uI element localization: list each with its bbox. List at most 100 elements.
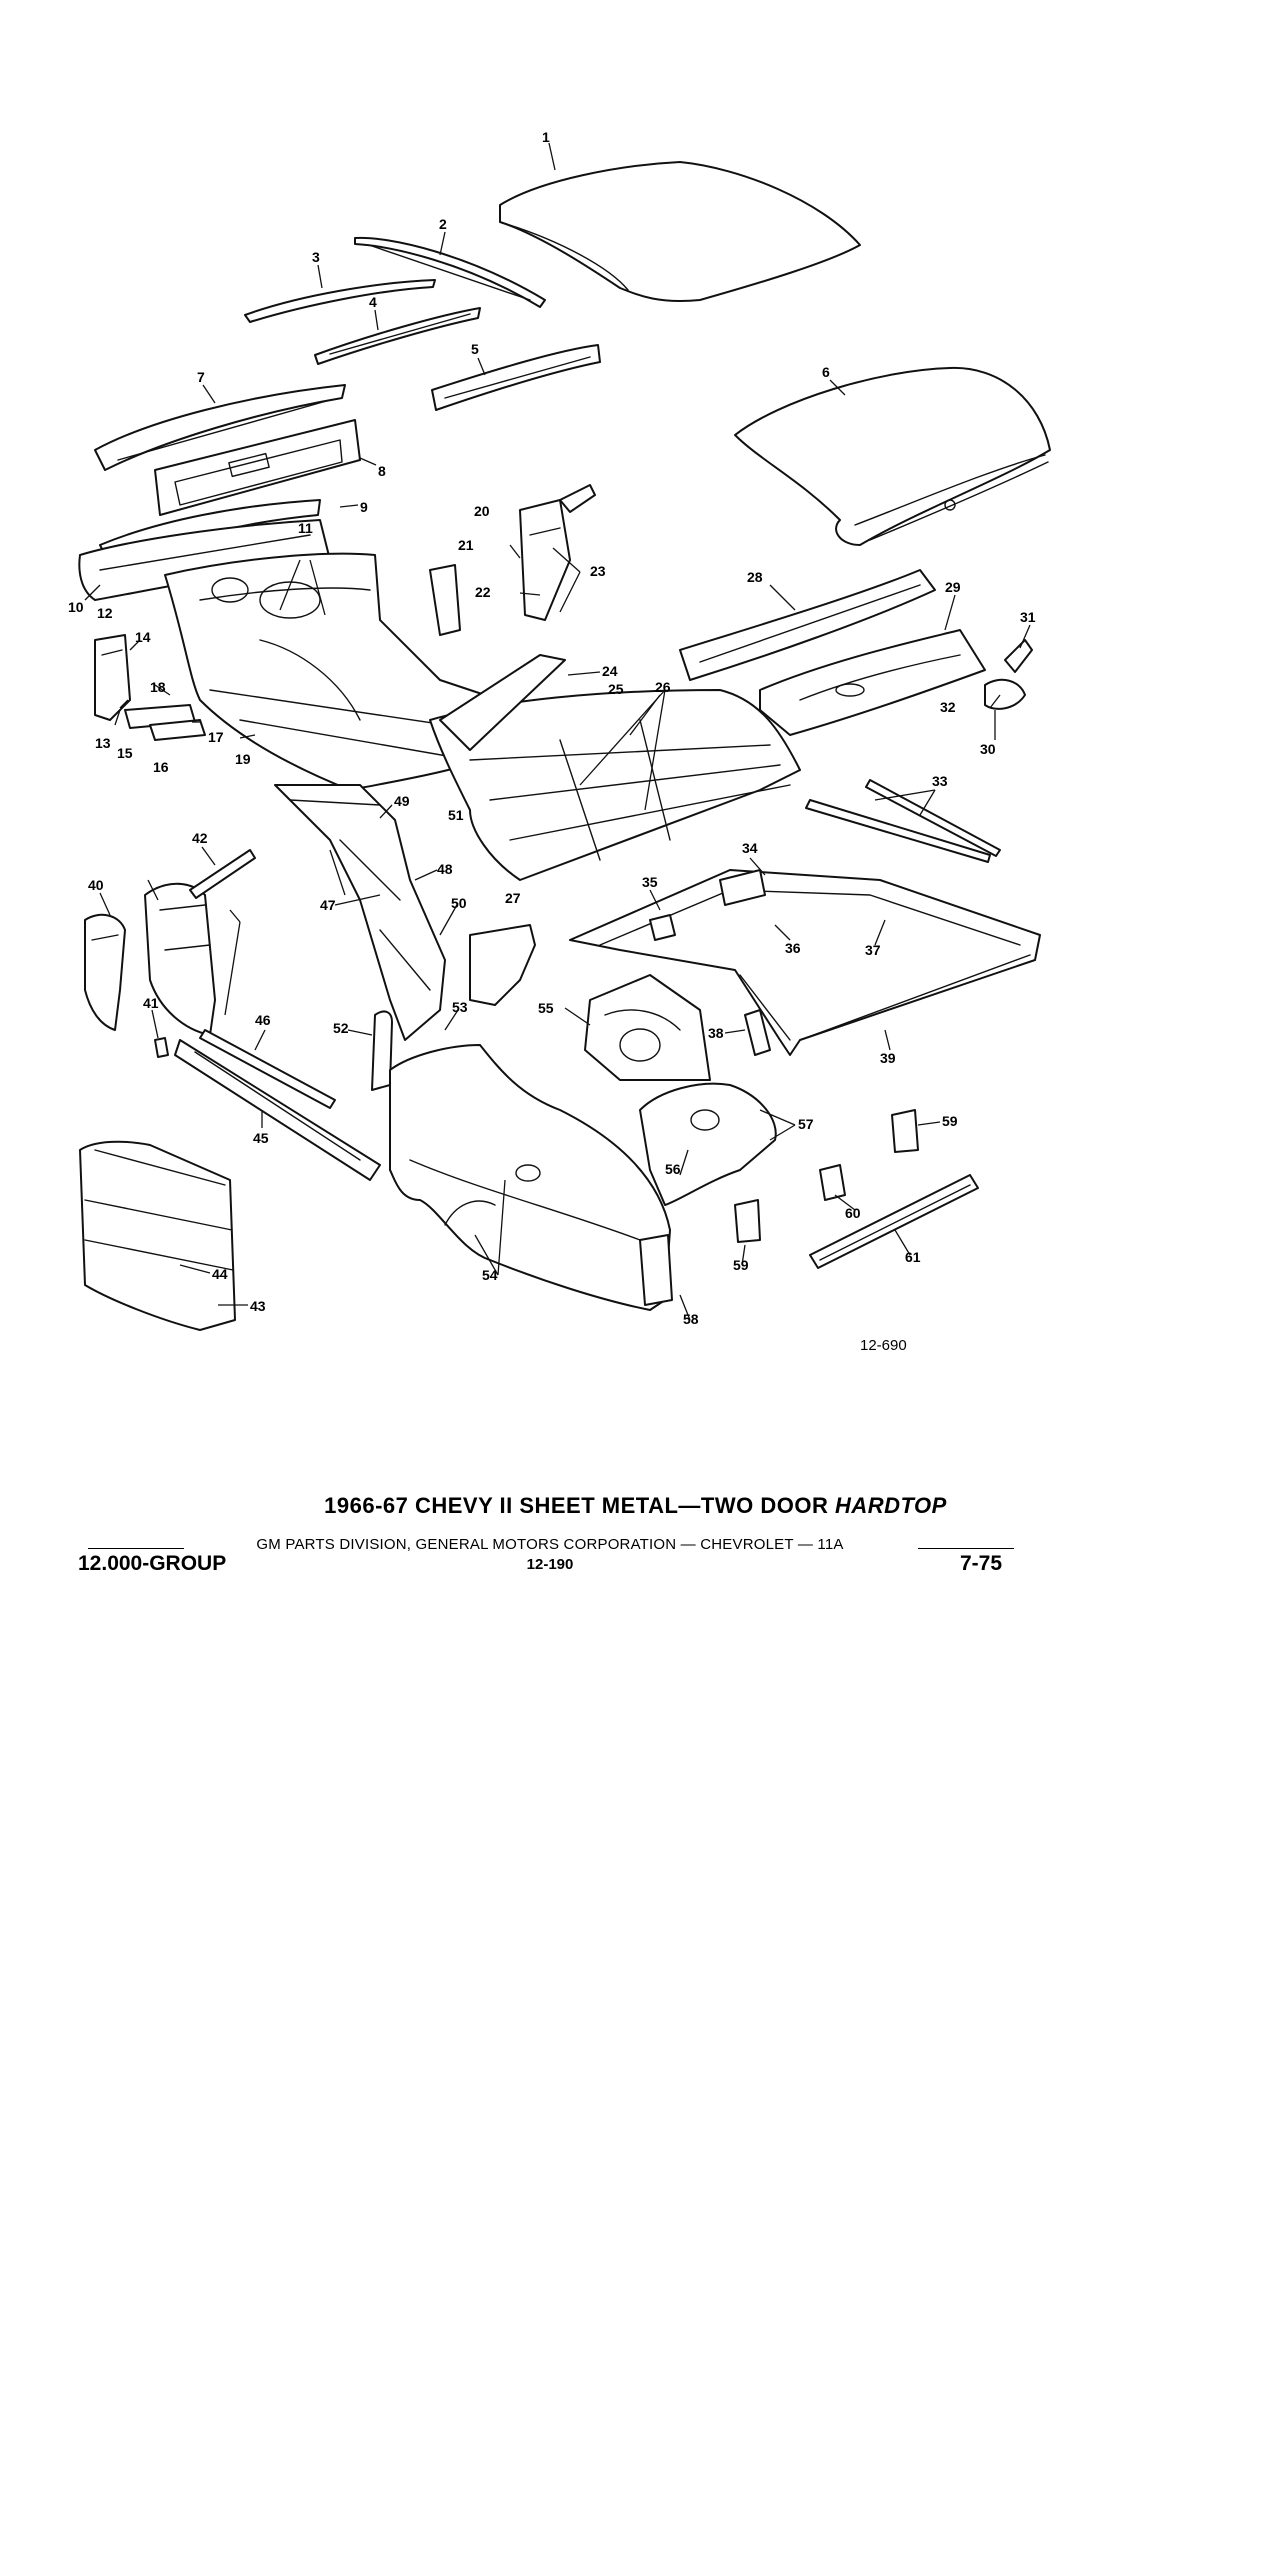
callout-45: 45: [253, 1130, 269, 1146]
callout-28: 28: [747, 569, 763, 585]
group-number: 12.000-GROUP: [78, 1552, 227, 1575]
leader-lines: [84, 142, 1031, 1321]
callout-23: 23: [590, 563, 606, 579]
callout-59-lower: 59: [733, 1257, 749, 1273]
callout-59: 59: [942, 1113, 958, 1129]
callout-24: 24: [602, 663, 618, 679]
callout-18: 18: [150, 679, 166, 695]
callout-25: 25: [608, 681, 624, 697]
callout-32: 32: [940, 699, 956, 715]
rear-roof-rail: [431, 344, 601, 411]
callout-37: 37: [865, 942, 881, 958]
quarter-panel-brace: [469, 924, 536, 1006]
body-bolt-bracket: [154, 1037, 169, 1058]
callout-41: 41: [143, 995, 159, 1011]
callout-53: 53: [452, 999, 468, 1015]
page-number: 12-190: [526, 1556, 574, 1573]
callout-9: 9: [360, 499, 368, 515]
rear-compartment-pan: [759, 629, 986, 736]
callout-29: 29: [945, 579, 961, 595]
deck-lid: [734, 366, 1051, 546]
front-hinge-pillar-left: [94, 634, 206, 741]
callout-27: 27: [505, 890, 521, 906]
roof-rail: [354, 236, 546, 308]
lock-pillar: [274, 784, 446, 1041]
instrument-panel: [154, 419, 361, 516]
callout-34: 34: [742, 840, 758, 856]
issue-date: 7-75: [960, 1552, 1003, 1575]
callout-35: 35: [642, 874, 658, 890]
callout-43: 43: [250, 1298, 266, 1314]
callout-44: 44: [212, 1266, 228, 1282]
callout-42: 42: [192, 830, 208, 846]
hinge-bracket-center: [819, 1164, 846, 1201]
door-outer-panel: [79, 1140, 236, 1331]
callout-16: 16: [153, 759, 169, 775]
callout-46: 46: [255, 1012, 271, 1028]
windshield-pillar-brace: [189, 849, 256, 899]
callout-3: 3: [312, 249, 320, 265]
callout-55: 55: [538, 1000, 554, 1016]
rear-end-panel-bracket: [744, 1009, 771, 1056]
callout-52: 52: [333, 1020, 349, 1036]
callout-39: 39: [880, 1050, 896, 1066]
cowl-top-panel: [94, 384, 346, 471]
hinge-bracket-lower: [734, 1199, 761, 1243]
callout-26: 26: [655, 679, 671, 695]
quarter-inner-pillar: [429, 484, 596, 636]
callout-14: 14: [135, 629, 151, 645]
callout-50: 50: [451, 895, 467, 911]
callout-22: 22: [475, 584, 491, 600]
callout-10: 10: [68, 599, 84, 615]
callout-labels: 1 2 3 4 5 6 7 8 9 10 11 12 13 14 15 16 1…: [68, 129, 1036, 1354]
title-text: 1966-67 CHEVY II SHEET METAL—TWO DOOR: [324, 1493, 835, 1518]
rocker-molding: [809, 1174, 979, 1269]
seat-back-support: [439, 654, 566, 751]
quarter-extension: [639, 1234, 673, 1306]
roof-bow: [314, 307, 481, 365]
callout-4: 4: [369, 294, 377, 310]
callout-12: 12: [97, 605, 113, 621]
callout-60: 60: [845, 1205, 861, 1221]
front-floor-pan: [164, 552, 521, 791]
callout-56: 56: [665, 1161, 681, 1177]
figure-reference: 12-690: [860, 1337, 907, 1354]
callout-13: 13: [95, 735, 111, 751]
callout-20: 20: [474, 503, 490, 519]
callout-47: 47: [320, 897, 336, 913]
rear-shelf-panel: [679, 569, 936, 681]
callout-33: 33: [932, 773, 948, 789]
rear-compartment-side-rails: [805, 779, 1001, 863]
gas-filler-housing: [984, 639, 1033, 710]
front-pillar-outer: [84, 913, 126, 1031]
drip-molding: [244, 279, 436, 323]
callout-5: 5: [471, 341, 479, 357]
front-pillar-inner: [144, 882, 216, 1036]
callout-7: 7: [197, 369, 205, 385]
callout-40: 40: [88, 877, 104, 893]
hinge-bracket-upper: [891, 1109, 919, 1153]
callout-19: 19: [235, 751, 251, 767]
callout-54: 54: [482, 1267, 498, 1283]
callout-15: 15: [117, 745, 133, 761]
exploded-parts-diagram: 1 2 3 4 5 6 7 8 9 10 11 12 13 14 15 16 1…: [68, 129, 1051, 1354]
roof-panel: [499, 161, 861, 303]
callout-11: 11: [298, 520, 313, 536]
title-italic: HARDTOP: [834, 1493, 947, 1518]
callout-58: 58: [683, 1311, 699, 1327]
callout-1: 1: [542, 129, 550, 145]
callout-2: 2: [439, 216, 447, 232]
rear-floor-pan: [429, 689, 801, 881]
page-title: 1966-67 CHEVY II SHEET METAL—TWO DOOR HA…: [0, 1493, 1271, 1519]
callout-61: 61: [905, 1249, 921, 1265]
rear-rail-assembly: [569, 869, 1041, 1056]
divider-left: [88, 1548, 184, 1549]
callout-6: 6: [822, 364, 830, 380]
callout-38: 38: [708, 1025, 724, 1041]
callout-31: 31: [1020, 609, 1036, 625]
rocker-panel: [174, 1029, 381, 1181]
callout-57: 57: [798, 1116, 814, 1132]
rear-wheelhouse-inner: [584, 974, 711, 1081]
page-subtitle: GM PARTS DIVISION, GENERAL MOTORS CORPOR…: [256, 1536, 844, 1553]
callout-49: 49: [394, 793, 410, 809]
